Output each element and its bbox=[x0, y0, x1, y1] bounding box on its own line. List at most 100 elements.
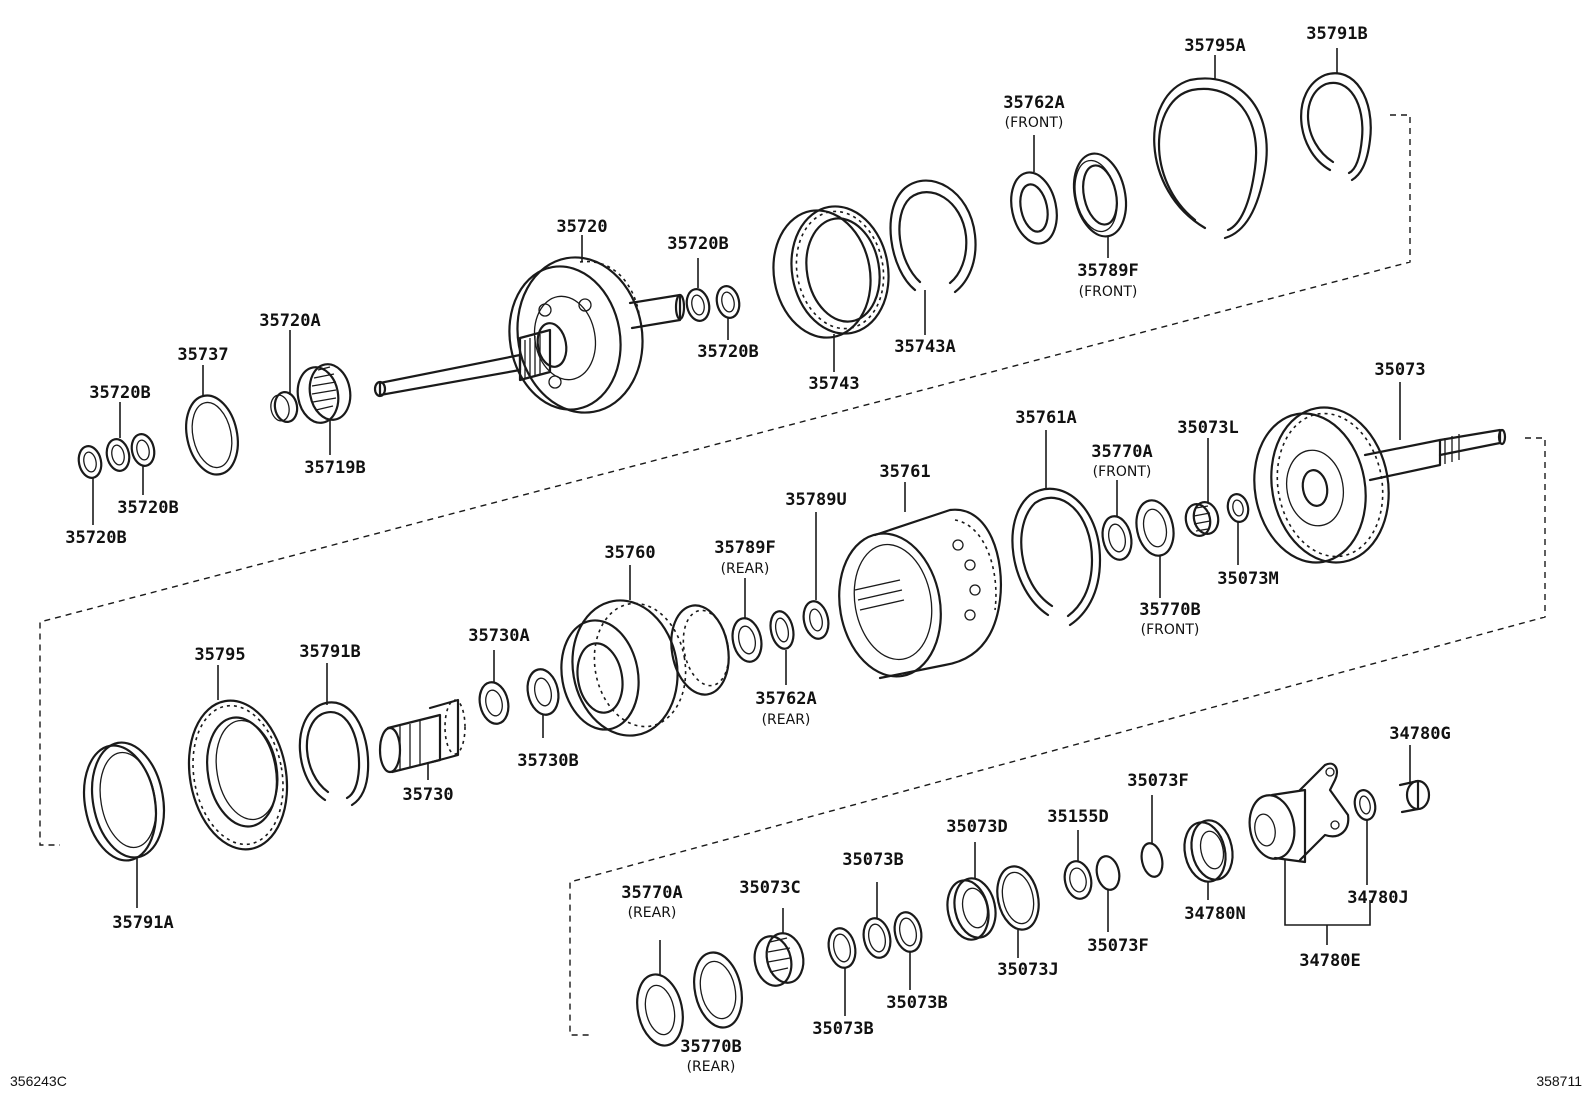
label-35730A: 35730A bbox=[468, 626, 529, 646]
label-35720A: 35720A bbox=[259, 311, 320, 331]
label-35155D: 35155D bbox=[1047, 807, 1108, 827]
label-35770B-rear: 35770B bbox=[680, 1037, 741, 1057]
snap-ring-35761A[interactable] bbox=[1011, 430, 1102, 627]
washer-35720B-group-left[interactable] bbox=[76, 402, 157, 525]
label-35761A: 35761A bbox=[1015, 408, 1076, 428]
snap-ring-35795A[interactable] bbox=[1153, 55, 1268, 240]
planetary-carrier-35720[interactable] bbox=[373, 235, 686, 423]
label-35789F-rear: 35789F bbox=[714, 538, 775, 558]
label-35760: 35760 bbox=[604, 543, 655, 563]
washer-35720B-pair-right[interactable] bbox=[684, 258, 742, 340]
washer-35073B-left[interactable] bbox=[825, 926, 859, 1016]
washer-35789U[interactable] bbox=[800, 512, 831, 641]
thrust-plate-35737[interactable] bbox=[179, 365, 245, 479]
planetary-gear-35760[interactable] bbox=[553, 565, 735, 744]
label-35743: 35743 bbox=[808, 374, 859, 394]
figure-code-right: 358711 bbox=[1536, 1073, 1582, 1089]
label-35073D: 35073D bbox=[946, 817, 1007, 837]
bearing-race-35770B-rear[interactable] bbox=[688, 948, 749, 1032]
ring-35791A[interactable] bbox=[75, 737, 172, 908]
washer-35762A-rear[interactable] bbox=[767, 609, 796, 685]
needle-bearing-35720A[interactable] bbox=[269, 330, 300, 424]
label-35762A-rear: 35762A bbox=[755, 689, 816, 709]
needle-bearing-35073C[interactable] bbox=[750, 908, 808, 989]
label-35761: 35761 bbox=[879, 462, 930, 482]
label-35720B-left-top: 35720B bbox=[89, 383, 150, 403]
label-35720: 35720 bbox=[556, 217, 607, 237]
washer-34780J[interactable] bbox=[1352, 788, 1378, 885]
bushing-35155D[interactable] bbox=[1061, 830, 1094, 901]
label-35743A: 35743A bbox=[894, 337, 955, 357]
note-rear-35770B: (REAR) bbox=[687, 1059, 736, 1075]
label-35073B-top: 35073B bbox=[842, 850, 903, 870]
label-35770A-front: 35770A bbox=[1091, 442, 1152, 462]
bearing-35789F-front[interactable] bbox=[1067, 149, 1133, 258]
label-35720B-left-bottom: 35720B bbox=[65, 528, 126, 548]
label-35730: 35730 bbox=[402, 785, 453, 805]
label-35073J: 35073J bbox=[997, 960, 1058, 980]
needle-bearing-35719B[interactable] bbox=[293, 361, 354, 455]
washer-35770A-front[interactable] bbox=[1099, 480, 1136, 562]
label-35720B-lower-right: 35720B bbox=[697, 342, 758, 362]
label-35789U: 35789U bbox=[785, 490, 846, 510]
snap-ring-35743A[interactable] bbox=[889, 179, 977, 335]
label-35737: 35737 bbox=[177, 345, 228, 365]
note-front-35762A: (FRONT) bbox=[1005, 115, 1064, 131]
note-front-35770A: (FRONT) bbox=[1093, 464, 1152, 480]
note-front-35789F: (FRONT) bbox=[1079, 284, 1138, 300]
output-shaft-35073[interactable] bbox=[1243, 382, 1507, 572]
snap-ring-35073J[interactable] bbox=[992, 863, 1044, 958]
flange-34780E[interactable] bbox=[1245, 762, 1371, 945]
bearing-35730A[interactable] bbox=[476, 650, 512, 726]
label-35073B-left: 35073B bbox=[812, 1019, 873, 1039]
washer-35073B-right[interactable] bbox=[891, 910, 925, 990]
assembly-frame-lower bbox=[569, 437, 1546, 1036]
label-35073M: 35073M bbox=[1217, 569, 1278, 589]
label-35762A-front: 35762A bbox=[1003, 93, 1064, 113]
note-rear-35762A: (REAR) bbox=[762, 712, 811, 728]
assembly-frame-upper bbox=[39, 114, 1411, 846]
label-35791B-mid: 35791B bbox=[299, 642, 360, 662]
washer-35073B-middle[interactable] bbox=[860, 882, 894, 960]
note-rear-35789F: (REAR) bbox=[721, 561, 770, 577]
label-34780G: 34780G bbox=[1389, 724, 1450, 744]
bearing-35789F-rear[interactable] bbox=[729, 578, 766, 664]
snap-ring-35791B-mid[interactable] bbox=[298, 663, 370, 807]
label-35720B-left-mid: 35720B bbox=[117, 498, 178, 518]
label-35073B-right: 35073B bbox=[886, 993, 947, 1013]
label-35795A: 35795A bbox=[1184, 36, 1245, 56]
label-35720B-upper-right: 35720B bbox=[667, 234, 728, 254]
washer-35073F-lower[interactable] bbox=[1094, 854, 1123, 932]
ring-gear-35743[interactable] bbox=[764, 199, 899, 372]
figure-code-left: 356243C bbox=[10, 1073, 67, 1089]
snap-ring-35791B-top[interactable] bbox=[1300, 48, 1372, 182]
label-34780J: 34780J bbox=[1347, 888, 1408, 908]
bearing-35073D[interactable] bbox=[942, 842, 1001, 944]
note-front-35770B: (FRONT) bbox=[1141, 622, 1200, 638]
label-35789F-front: 35789F bbox=[1077, 261, 1138, 281]
label-35795: 35795 bbox=[194, 645, 245, 665]
washer-35730B[interactable] bbox=[524, 666, 563, 738]
bearing-race-35770B-front[interactable] bbox=[1132, 497, 1179, 598]
label-35073: 35073 bbox=[1374, 360, 1425, 380]
note-rear-35770A: (REAR) bbox=[628, 905, 677, 921]
washer-35073M[interactable] bbox=[1225, 492, 1250, 565]
label-35719B: 35719B bbox=[304, 458, 365, 478]
label-35073L: 35073L bbox=[1177, 418, 1238, 438]
washer-35073F-upper[interactable] bbox=[1139, 795, 1166, 879]
label-35073F-lower: 35073F bbox=[1087, 936, 1148, 956]
washer-35770A-rear[interactable] bbox=[631, 940, 689, 1050]
label-35073C: 35073C bbox=[739, 878, 800, 898]
washer-35762A-front[interactable] bbox=[1005, 135, 1063, 248]
label-35791B-top: 35791B bbox=[1306, 24, 1367, 44]
plug-34780G[interactable] bbox=[1398, 745, 1431, 814]
label-35730B: 35730B bbox=[517, 751, 578, 771]
reaction-plate-35795[interactable] bbox=[178, 665, 299, 857]
needle-bearing-35073L[interactable] bbox=[1183, 438, 1221, 538]
oil-seal-34780N[interactable] bbox=[1179, 816, 1238, 900]
sun-gear-35730[interactable] bbox=[378, 698, 466, 780]
clutch-drum-35761[interactable] bbox=[828, 482, 1002, 685]
label-35770B-front: 35770B bbox=[1139, 600, 1200, 620]
label-35791A: 35791A bbox=[112, 913, 173, 933]
